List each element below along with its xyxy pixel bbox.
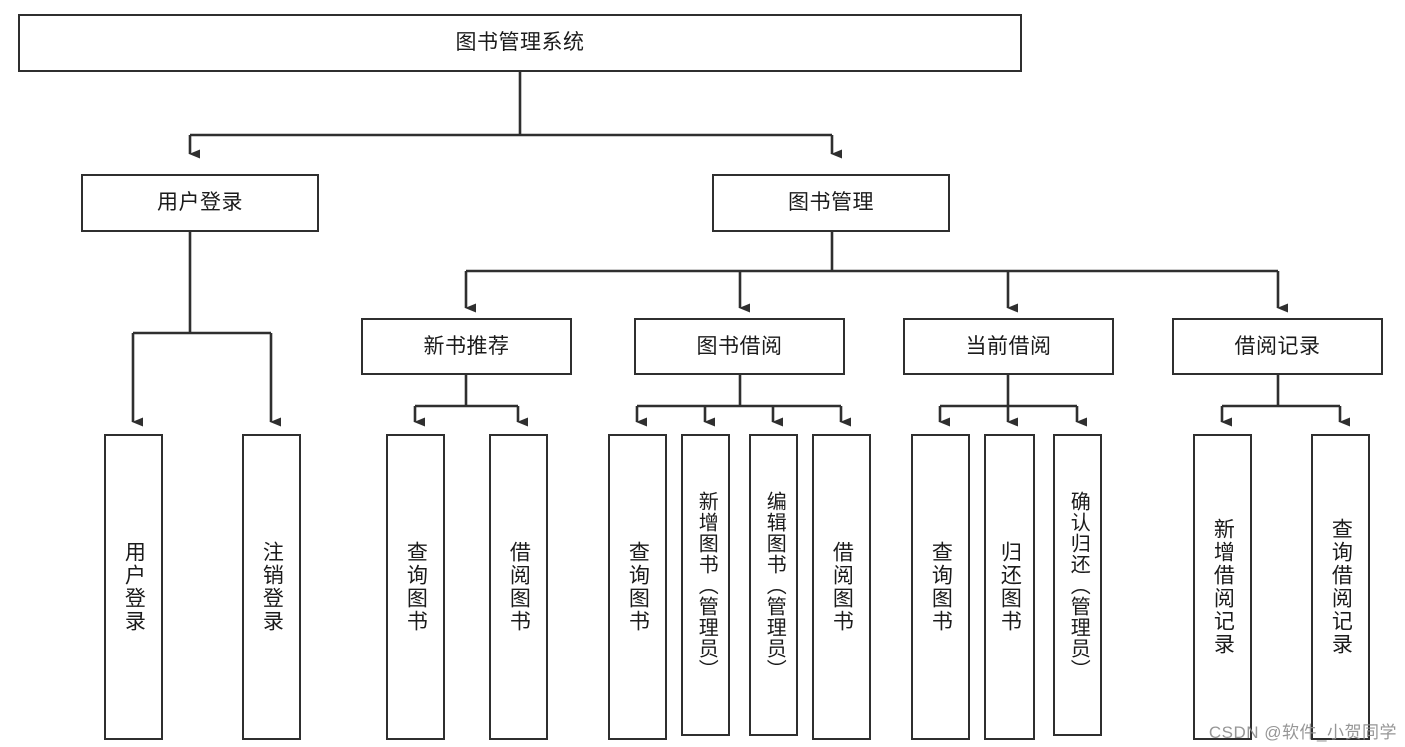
node-label: 查询借阅记录 (1329, 518, 1353, 656)
node-label: 归还图书 (998, 541, 1022, 633)
node-leaf-borrow-book-borrow[interactable]: 借阅图书 (812, 434, 871, 740)
node-user-login[interactable]: 用户登录 (81, 174, 319, 232)
node-book-borrow[interactable]: 图书借阅 (634, 318, 845, 375)
node-leaf-query-book-recommend[interactable]: 查询图书 (386, 434, 445, 740)
node-label: 图书借阅 (696, 334, 783, 358)
node-label: 注销登录 (260, 541, 284, 633)
node-label: 借阅记录 (1234, 334, 1321, 358)
node-leaf-user-logout[interactable]: 注销登录 (242, 434, 301, 740)
node-leaf-query-borrow-record[interactable]: 查询借阅记录 (1311, 434, 1370, 740)
node-leaf-return-book[interactable]: 归还图书 (984, 434, 1035, 740)
node-label: 新书推荐 (423, 334, 510, 358)
node-label: 查询图书 (929, 541, 953, 633)
node-leaf-add-book-admin[interactable]: 新增图书（管理员） (681, 434, 730, 736)
node-label: 当前借阅 (965, 334, 1052, 358)
node-leaf-add-borrow-record[interactable]: 新增借阅记录 (1193, 434, 1252, 740)
node-leaf-query-book-current[interactable]: 查询图书 (911, 434, 970, 740)
node-label: 新增借阅记录 (1211, 518, 1235, 656)
node-label: 编辑图书（管理员） (763, 490, 786, 680)
node-label: 查询图书 (626, 541, 650, 633)
node-borrow-record[interactable]: 借阅记录 (1172, 318, 1383, 375)
node-leaf-query-book-borrow[interactable]: 查询图书 (608, 434, 667, 740)
node-label: 借阅图书 (830, 541, 854, 633)
node-label: 借阅图书 (507, 541, 531, 633)
node-label: 确认归还（管理员） (1067, 490, 1090, 680)
node-leaf-user-login[interactable]: 用户登录 (104, 434, 163, 740)
node-label: 图书管理 (788, 191, 874, 215)
node-leaf-confirm-return-admin[interactable]: 确认归还（管理员） (1053, 434, 1102, 736)
node-leaf-borrow-book-recommend[interactable]: 借阅图书 (489, 434, 548, 740)
node-label: 图书管理系统 (455, 31, 585, 55)
node-leaf-edit-book-admin[interactable]: 编辑图书（管理员） (749, 434, 798, 736)
node-label: 查询图书 (404, 541, 428, 633)
node-new-book-recommend[interactable]: 新书推荐 (361, 318, 572, 375)
node-label: 新增图书（管理员） (695, 490, 718, 680)
node-book-management[interactable]: 图书管理 (712, 174, 950, 232)
node-label: 用户登录 (157, 191, 243, 215)
node-current-borrow[interactable]: 当前借阅 (903, 318, 1114, 375)
node-root-book-management-system[interactable]: 图书管理系统 (18, 14, 1022, 72)
node-label: 用户登录 (122, 541, 146, 633)
